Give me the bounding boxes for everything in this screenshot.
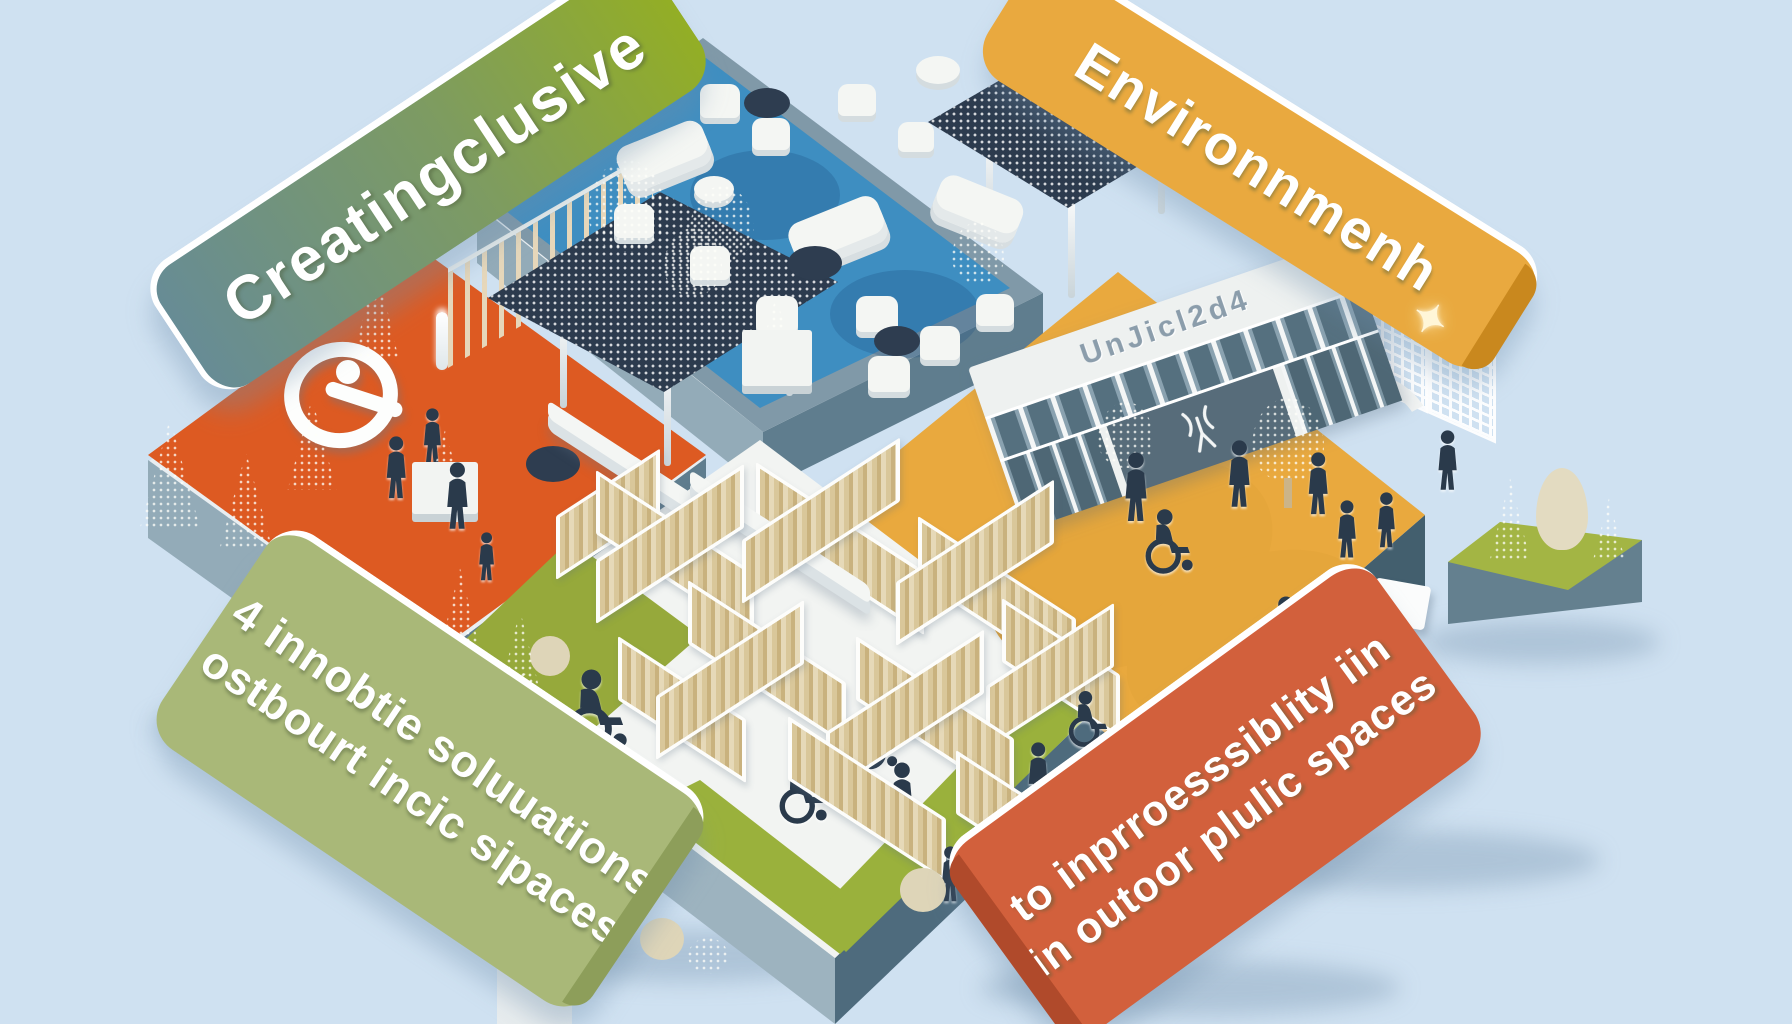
street-lamp	[436, 312, 448, 370]
building-facade: UnJicl2d4	[968, 237, 1403, 531]
person-silhouette-icon	[1222, 440, 1257, 510]
person-silhouette-icon	[1302, 452, 1334, 517]
pergola-pole	[1068, 186, 1075, 298]
outdoor-chair	[868, 356, 910, 392]
outdoor-chair	[976, 294, 1014, 326]
white-topiary-tree	[530, 636, 570, 676]
outdoor-chair	[838, 84, 876, 116]
pergola-pole	[986, 126, 993, 228]
stick-figure-icon	[1181, 405, 1217, 453]
tree	[1098, 402, 1154, 468]
building-dark-panel	[1106, 368, 1297, 495]
outdoor-chair	[752, 118, 790, 150]
tree	[664, 228, 722, 296]
person-silhouette-icon	[1432, 430, 1463, 492]
ground-shadow	[1420, 620, 1660, 664]
accessibility-info-icon	[275, 332, 414, 462]
round-table-dark	[526, 446, 580, 482]
wheelchair-user-icon	[1140, 508, 1200, 577]
round-table-dark	[874, 326, 920, 356]
person-silhouette-icon	[1118, 452, 1154, 524]
white-topiary-tree	[900, 868, 946, 912]
info-head-dot	[336, 360, 360, 384]
outdoor-chair	[898, 122, 934, 152]
tree	[952, 222, 1004, 284]
person-silhouette-icon	[440, 462, 475, 532]
person-silhouette-icon	[1332, 500, 1362, 560]
tree	[1252, 398, 1324, 508]
tree	[688, 938, 728, 974]
tree	[1593, 498, 1625, 560]
person-silhouette-icon	[474, 532, 499, 582]
building-panel-row	[1000, 332, 1403, 531]
round-table-dark	[788, 246, 842, 280]
round-table-dark	[744, 88, 790, 118]
person-silhouette-icon	[1372, 492, 1401, 550]
tree	[1489, 478, 1531, 562]
tree	[588, 160, 666, 252]
white-topiary-tree	[640, 918, 684, 960]
pergola-pole	[664, 342, 671, 466]
person-silhouette-icon	[380, 436, 412, 501]
white-planter	[742, 330, 812, 386]
round-table-white	[916, 56, 960, 84]
person-silhouette-icon	[418, 408, 447, 466]
outdoor-chair	[700, 84, 740, 118]
white-topiary-tree	[1536, 468, 1588, 550]
outdoor-chair	[920, 326, 960, 360]
pergola-pole	[560, 296, 567, 408]
